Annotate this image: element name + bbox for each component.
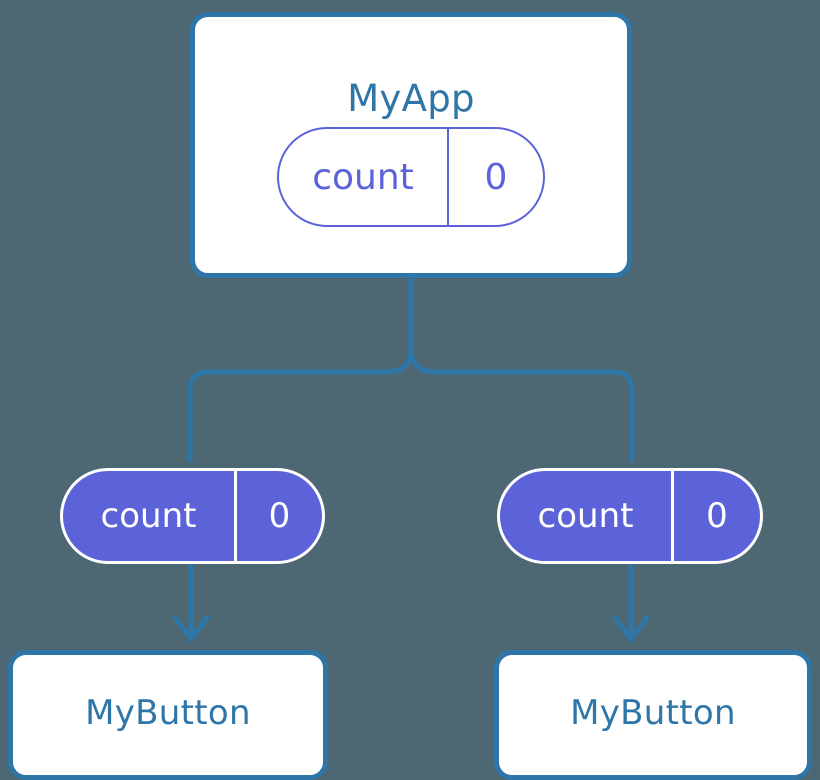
connector-branch-right [408, 344, 635, 463]
arrow-head-right-icon [612, 615, 650, 642]
state-pill-root[interactable]: count 0 [277, 127, 545, 227]
state-value-label: 0 [484, 156, 508, 198]
state-value-label: 0 [706, 496, 728, 536]
component-node-mybutton-right[interactable]: MyButton [494, 650, 812, 780]
connector-branch-left [187, 344, 414, 463]
state-pill-child-left[interactable]: count 0 [60, 468, 325, 564]
state-value-label: 0 [268, 496, 291, 536]
component-title-mybutton: MyButton [570, 693, 736, 733]
component-title-mybutton: MyButton [85, 693, 251, 733]
state-key-label: count [500, 471, 674, 561]
component-title-myapp: MyApp [347, 77, 475, 120]
state-pill-child-right[interactable]: count 0 [497, 468, 763, 564]
state-key-label: count [63, 471, 237, 561]
arrow-head-left-icon [172, 615, 210, 642]
state-key-label: count [279, 129, 449, 225]
component-node-mybutton-left[interactable]: MyButton [8, 650, 328, 780]
